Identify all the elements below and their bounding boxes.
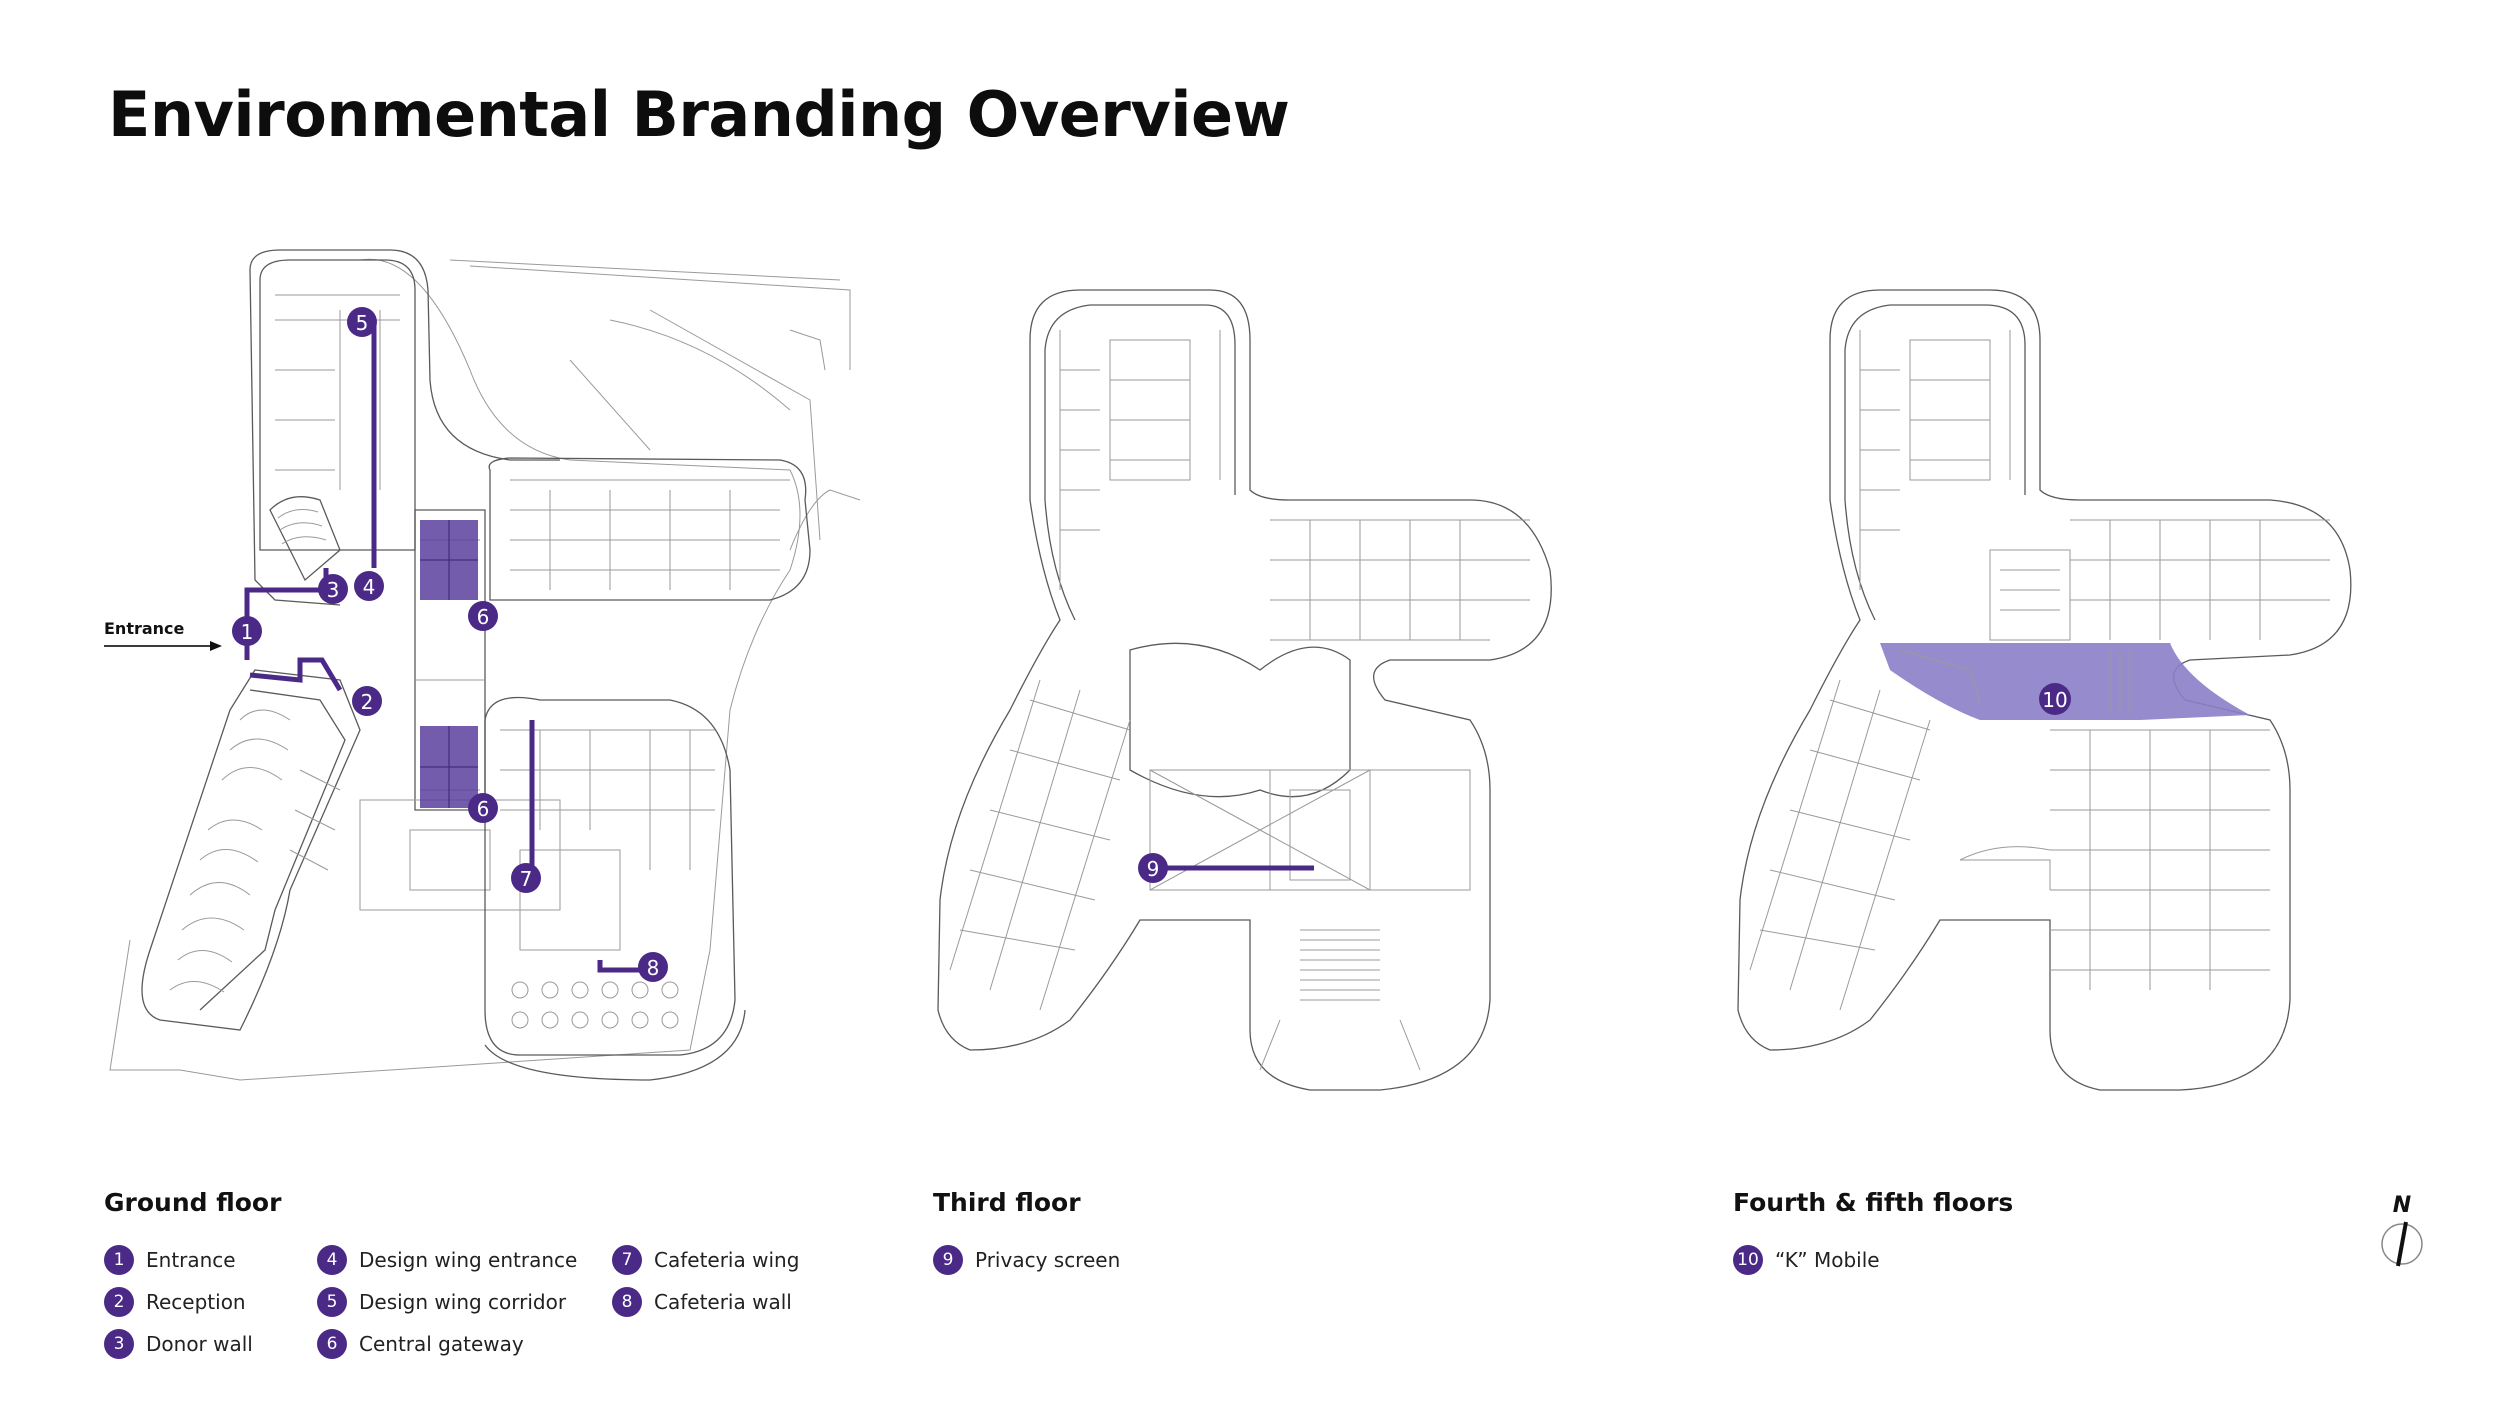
page-title: Environmental Branding Overview bbox=[108, 78, 1290, 151]
legend-label: Entrance bbox=[146, 1248, 236, 1272]
legend-third-floor: Third floor 9 Privacy screen bbox=[933, 1188, 1120, 1281]
marker-6b[interactable]: 6 bbox=[468, 793, 498, 823]
legend-item-donor-wall: 3 Donor wall bbox=[104, 1323, 317, 1365]
legend-badge: 7 bbox=[612, 1245, 642, 1275]
legend-badge: 8 bbox=[612, 1287, 642, 1317]
svg-text:9: 9 bbox=[1147, 857, 1160, 881]
marker-5[interactable]: 5 bbox=[347, 307, 377, 337]
marker-3[interactable]: 3 bbox=[318, 574, 348, 604]
compass-north-icon: N bbox=[2381, 1193, 2423, 1267]
legend-label: “K” Mobile bbox=[1775, 1248, 1880, 1272]
legend-label: Central gateway bbox=[359, 1332, 524, 1356]
legend-label: Reception bbox=[146, 1290, 246, 1314]
legend-item-privacy-screen: 9 Privacy screen bbox=[933, 1239, 1120, 1281]
legend-label: Cafeteria wing bbox=[654, 1248, 800, 1272]
north-arrow: N bbox=[2376, 1192, 2428, 1272]
marker-8[interactable]: 8 bbox=[638, 952, 668, 982]
legend-ground-floor: Ground floor 1 Entrance 2 Reception 3 Do… bbox=[104, 1188, 799, 1365]
north-label: N bbox=[2393, 1193, 2411, 1218]
marker-1[interactable]: 1 bbox=[232, 616, 262, 646]
legend-item-reception: 2 Reception bbox=[104, 1281, 317, 1323]
legend-item-design-wing-corridor: 5 Design wing corridor bbox=[317, 1281, 612, 1323]
svg-text:6: 6 bbox=[477, 605, 490, 629]
legend-label: Design wing corridor bbox=[359, 1290, 567, 1314]
svg-text:1: 1 bbox=[241, 620, 254, 644]
legend-label: Cafeteria wall bbox=[654, 1290, 792, 1314]
legend-badge: 10 bbox=[1733, 1245, 1763, 1275]
marker-10[interactable]: 10 bbox=[2039, 683, 2071, 715]
legend-heading-fourth: Fourth & fifth floors bbox=[1733, 1188, 2014, 1217]
legend-badge: 1 bbox=[104, 1245, 134, 1275]
marker-9[interactable]: 9 bbox=[1138, 853, 1168, 883]
svg-text:4: 4 bbox=[363, 575, 376, 599]
legend-badge: 6 bbox=[317, 1329, 347, 1359]
legend-label: Privacy screen bbox=[975, 1248, 1121, 1272]
legend-badge: 2 bbox=[104, 1287, 134, 1317]
legend-item-central-gateway: 6 Central gateway bbox=[317, 1323, 612, 1365]
legend-item-design-wing-entrance: 4 Design wing entrance bbox=[317, 1239, 612, 1281]
legend-label: Donor wall bbox=[146, 1332, 253, 1356]
legend-badge: 9 bbox=[933, 1245, 963, 1275]
legend-item-k-mobile: 10 “K” Mobile bbox=[1733, 1239, 2013, 1281]
legend-badge: 4 bbox=[317, 1245, 347, 1275]
svg-text:7: 7 bbox=[520, 867, 533, 891]
svg-text:2: 2 bbox=[361, 690, 374, 714]
legend-badge: 3 bbox=[104, 1329, 134, 1359]
legend-item-cafeteria-wall: 8 Cafeteria wall bbox=[612, 1281, 799, 1323]
legend-fourth-fifth-floors: Fourth & fifth floors 10 “K” Mobile bbox=[1733, 1188, 2013, 1281]
marker-2[interactable]: 2 bbox=[352, 686, 382, 716]
third-floor-plan: 9 bbox=[930, 250, 1660, 1100]
entrance-label: Entrance bbox=[104, 619, 185, 638]
svg-text:6: 6 bbox=[477, 797, 490, 821]
svg-text:3: 3 bbox=[327, 578, 340, 602]
marker-6a[interactable]: 6 bbox=[468, 601, 498, 631]
svg-text:10: 10 bbox=[2042, 688, 2067, 712]
legend-item-cafeteria-wing: 7 Cafeteria wing bbox=[612, 1239, 799, 1281]
legend-item-entrance: 1 Entrance bbox=[104, 1239, 317, 1281]
ground-floor-plan: Entrance 1 2 3 4 5 6 bbox=[90, 249, 870, 1100]
fourth-fifth-floor-plan: 10 bbox=[1730, 250, 2460, 1100]
svg-text:5: 5 bbox=[356, 311, 369, 335]
legend-label: Design wing entrance bbox=[359, 1248, 578, 1272]
legend-badge: 5 bbox=[317, 1287, 347, 1317]
svg-text:8: 8 bbox=[647, 956, 660, 980]
marker-7[interactable]: 7 bbox=[511, 863, 541, 893]
legend-heading-ground: Ground floor bbox=[104, 1188, 282, 1217]
legend-heading-third: Third floor bbox=[933, 1188, 1081, 1217]
marker-4[interactable]: 4 bbox=[354, 571, 384, 601]
